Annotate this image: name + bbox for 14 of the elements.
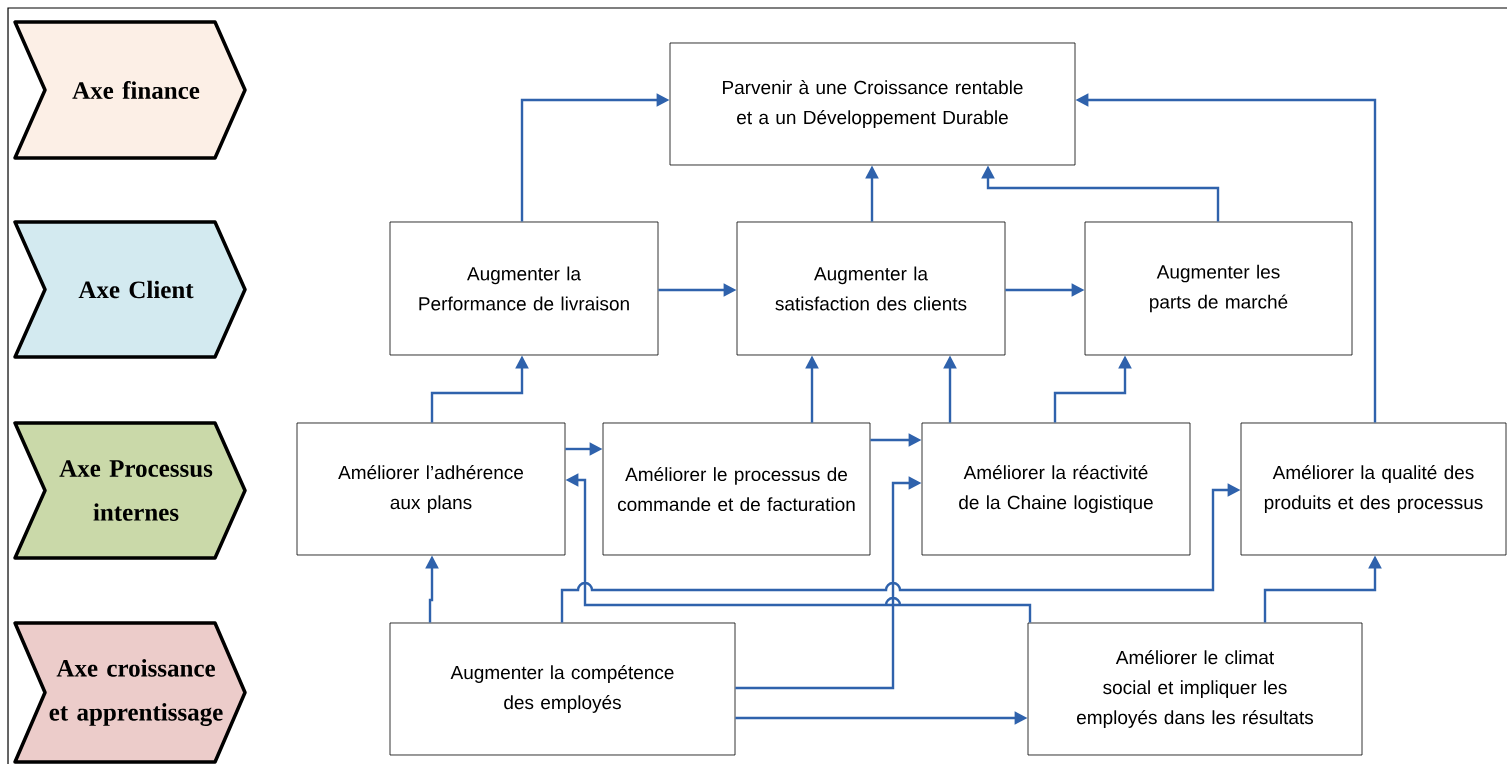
objective-box: Augmenter la satisfaction des clients	[736, 221, 1006, 356]
objective-box: Améliorer la qualité des produits et des processus	[1240, 422, 1507, 556]
objective-box: Améliorer la réactivité de la Chaine logistique	[921, 422, 1191, 556]
axis-chevron: Axe croissance et apprentissage	[13, 621, 247, 764]
axis-chevron: Axe Client	[13, 220, 247, 359]
objective-box: Augmenter la Performance de livraison	[389, 221, 659, 356]
objective-box: Augmenter la compétence des employés	[389, 622, 736, 756]
axis-chevron: Axe finance	[13, 20, 247, 160]
objective-box: Améliorer l’adhérence aux plans	[296, 422, 566, 556]
axis-chevron: Axe Processus internes	[13, 421, 247, 560]
objective-box: Améliorer le climat social et impliquer les employés dans les résultats	[1027, 622, 1363, 756]
objective-box: Améliorer le processus de commande et de facturation	[602, 422, 871, 556]
objective-box: Augmenter les parts de marché	[1084, 221, 1353, 356]
objective-box: Parvenir à une Croissance rentable et a un Développement Durable	[669, 42, 1076, 166]
